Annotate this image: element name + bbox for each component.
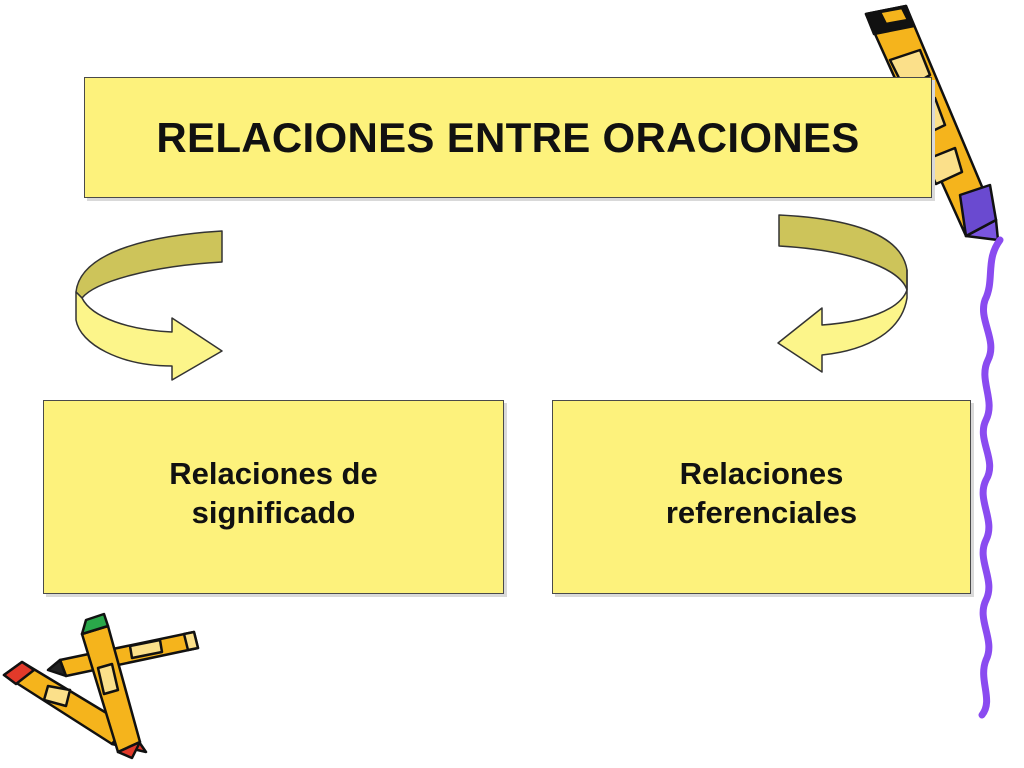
branch-box-significado: Relaciones de significado (43, 400, 504, 594)
branch-box-referenciales: Relaciones referenciales (552, 400, 971, 594)
title-box: RELACIONES ENTRE ORACIONES (84, 77, 932, 198)
branch-label-referenciales: Relaciones referenciales (665, 456, 858, 530)
branch-label-significado: Relaciones de significado (169, 456, 378, 530)
diagram-title: RELACIONES ENTRE ORACIONES (156, 113, 860, 161)
pencil-icon (2, 612, 200, 760)
curved-arrow-left-icon (75, 230, 223, 381)
scribble-line (978, 236, 1004, 719)
curved-arrow-right-icon (777, 214, 908, 373)
